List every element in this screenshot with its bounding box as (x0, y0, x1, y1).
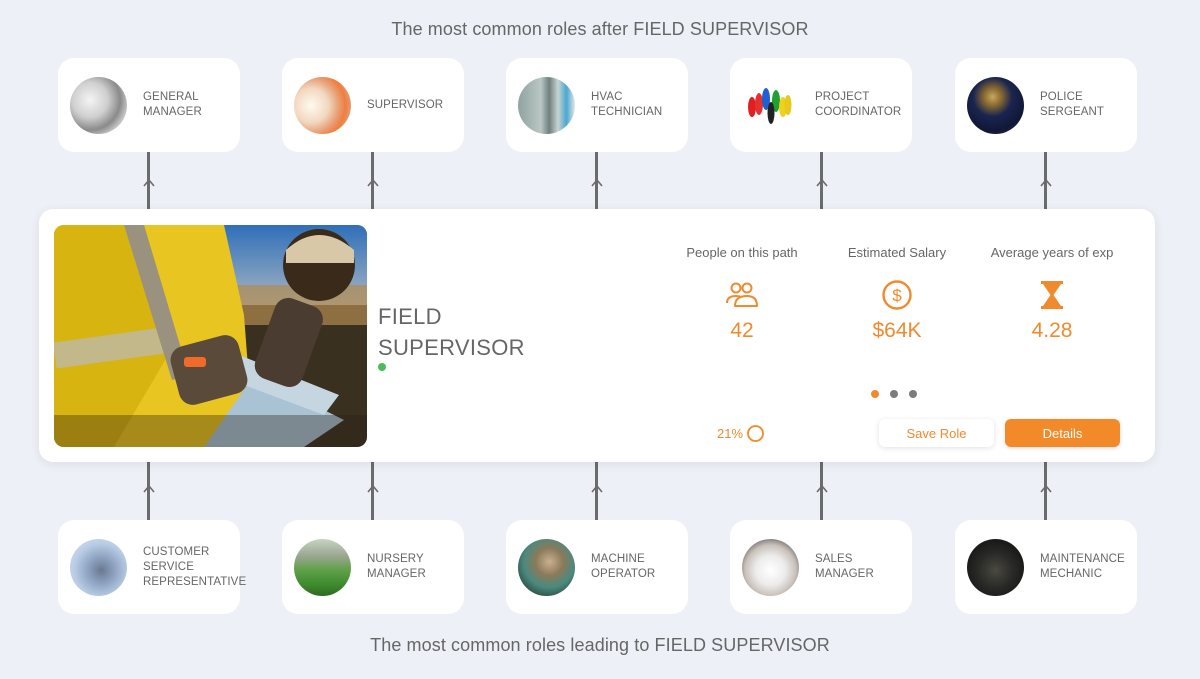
svg-text:$: $ (892, 286, 902, 305)
police-sergeant-photo (967, 76, 1024, 134)
nursery-manager-photo (294, 538, 351, 596)
arrow-up-icon (1040, 178, 1052, 187)
save-role-button[interactable]: Save Role (879, 419, 994, 447)
stat-people-on-path: People on this path 42 (662, 245, 822, 343)
carousel-dot-3[interactable] (909, 390, 917, 398)
arrow-up-icon (816, 484, 828, 493)
maintenance-mechanic-photo (967, 538, 1024, 596)
role-label: GENERAL (143, 91, 199, 103)
hourglass-icon (972, 279, 1132, 311)
role-card-nursery-manager[interactable]: NURSERY MANAGER (282, 520, 464, 614)
arrow-up-icon (591, 178, 603, 187)
role-label: MANAGER (815, 568, 874, 580)
general-manager-photo (70, 76, 127, 134)
role-label: MECHANIC (1040, 568, 1103, 580)
arrow-up-icon (816, 178, 828, 187)
carousel-dot-2[interactable] (890, 390, 898, 398)
stat-average-years-exp: Average years of exp 4.28 (972, 245, 1132, 343)
details-button[interactable]: Details (1005, 419, 1120, 447)
role-label: SALES (815, 553, 853, 565)
sales-manager-photo (742, 538, 799, 596)
role-card-maintenance-mechanic[interactable]: MAINTENANCE MECHANIC (955, 520, 1137, 614)
progress-ring-icon (747, 425, 764, 442)
role-card-supervisor[interactable]: SUPERVISOR (282, 58, 464, 152)
field-supervisor-photo (54, 225, 367, 447)
customer-service-photo (70, 538, 127, 596)
role-label: SERGEANT (1040, 106, 1105, 118)
role-card-hvac-technician[interactable]: HVAC TECHNICIAN (506, 58, 688, 152)
hvac-technician-photo (518, 76, 575, 134)
role-label: REPRESENTATIVE (143, 575, 247, 588)
role-label: NURSERY (367, 553, 424, 565)
role-label: TECHNICIAN (591, 106, 663, 118)
stat-label: Average years of exp (990, 245, 1114, 260)
connector-line (1044, 462, 1047, 520)
role-label: PROJECT (815, 91, 870, 103)
current-role-card: FIELD SUPERVISOR People on this path 42 … (39, 209, 1155, 462)
arrow-up-icon (367, 484, 379, 493)
match-progress: 21% (717, 424, 765, 443)
role-label: SERVICE (143, 560, 194, 573)
people-icon (662, 279, 822, 311)
status-indicator-dot (378, 363, 386, 371)
arrow-up-icon (591, 484, 603, 493)
heading-roles-before: The most common roles leading to FIELD S… (370, 635, 830, 655)
current-role-title: FIELD SUPERVISOR (378, 301, 525, 363)
connector-line (371, 462, 374, 520)
role-card-machine-operator[interactable]: MACHINE OPERATOR (506, 520, 688, 614)
supervisor-photo (294, 76, 351, 134)
role-card-general-manager[interactable]: GENERAL MANAGER (58, 58, 240, 152)
role-card-customer-service-representative[interactable]: CUSTOMER SERVICE REPRESENTATIVE (58, 520, 246, 614)
arrow-up-icon (367, 178, 379, 187)
stat-value: 42 (730, 319, 754, 342)
connector-line (147, 462, 150, 520)
connector-line (595, 462, 598, 520)
role-label: MANAGER (143, 106, 202, 118)
arrow-up-icon (1040, 484, 1052, 493)
role-label: OPERATOR (591, 568, 656, 580)
machine-operator-photo (518, 538, 575, 596)
carousel-dots (871, 390, 917, 398)
carousel-dot-1[interactable] (871, 390, 879, 398)
role-label: MANAGER (367, 568, 426, 580)
role-label: COORDINATOR (815, 106, 902, 118)
arrow-up-icon (143, 484, 155, 493)
project-coordinator-photo (742, 76, 799, 134)
role-label: MAINTENANCE (1040, 553, 1125, 565)
role-card-project-coordinator[interactable]: PROJECT COORDINATOR (730, 58, 912, 152)
role-title-line: SUPERVISOR (378, 335, 525, 360)
role-label: POLICE (1040, 91, 1083, 103)
role-label: MACHINE (591, 553, 645, 565)
stat-estimated-salary: Estimated Salary $ $64K (817, 245, 977, 343)
stat-value: 4.28 (1031, 319, 1073, 342)
role-card-police-sergeant[interactable]: POLICE SERGEANT (955, 58, 1137, 152)
match-percent: 21% (717, 426, 744, 441)
stat-value: $64K (872, 319, 922, 342)
stat-label: People on this path (686, 245, 798, 260)
heading-roles-after: The most common roles after FIELD SUPERV… (391, 19, 809, 39)
role-card-sales-manager[interactable]: SALES MANAGER (730, 520, 912, 614)
role-label: SUPERVISOR (367, 98, 444, 111)
role-label: HVAC (591, 91, 623, 103)
arrow-up-icon (143, 178, 155, 187)
connector-line (820, 462, 823, 520)
role-title-line: FIELD (378, 304, 442, 329)
stat-label: Estimated Salary (847, 245, 947, 260)
role-label: CUSTOMER (143, 545, 210, 558)
dollar-circle-icon: $ (817, 279, 977, 311)
